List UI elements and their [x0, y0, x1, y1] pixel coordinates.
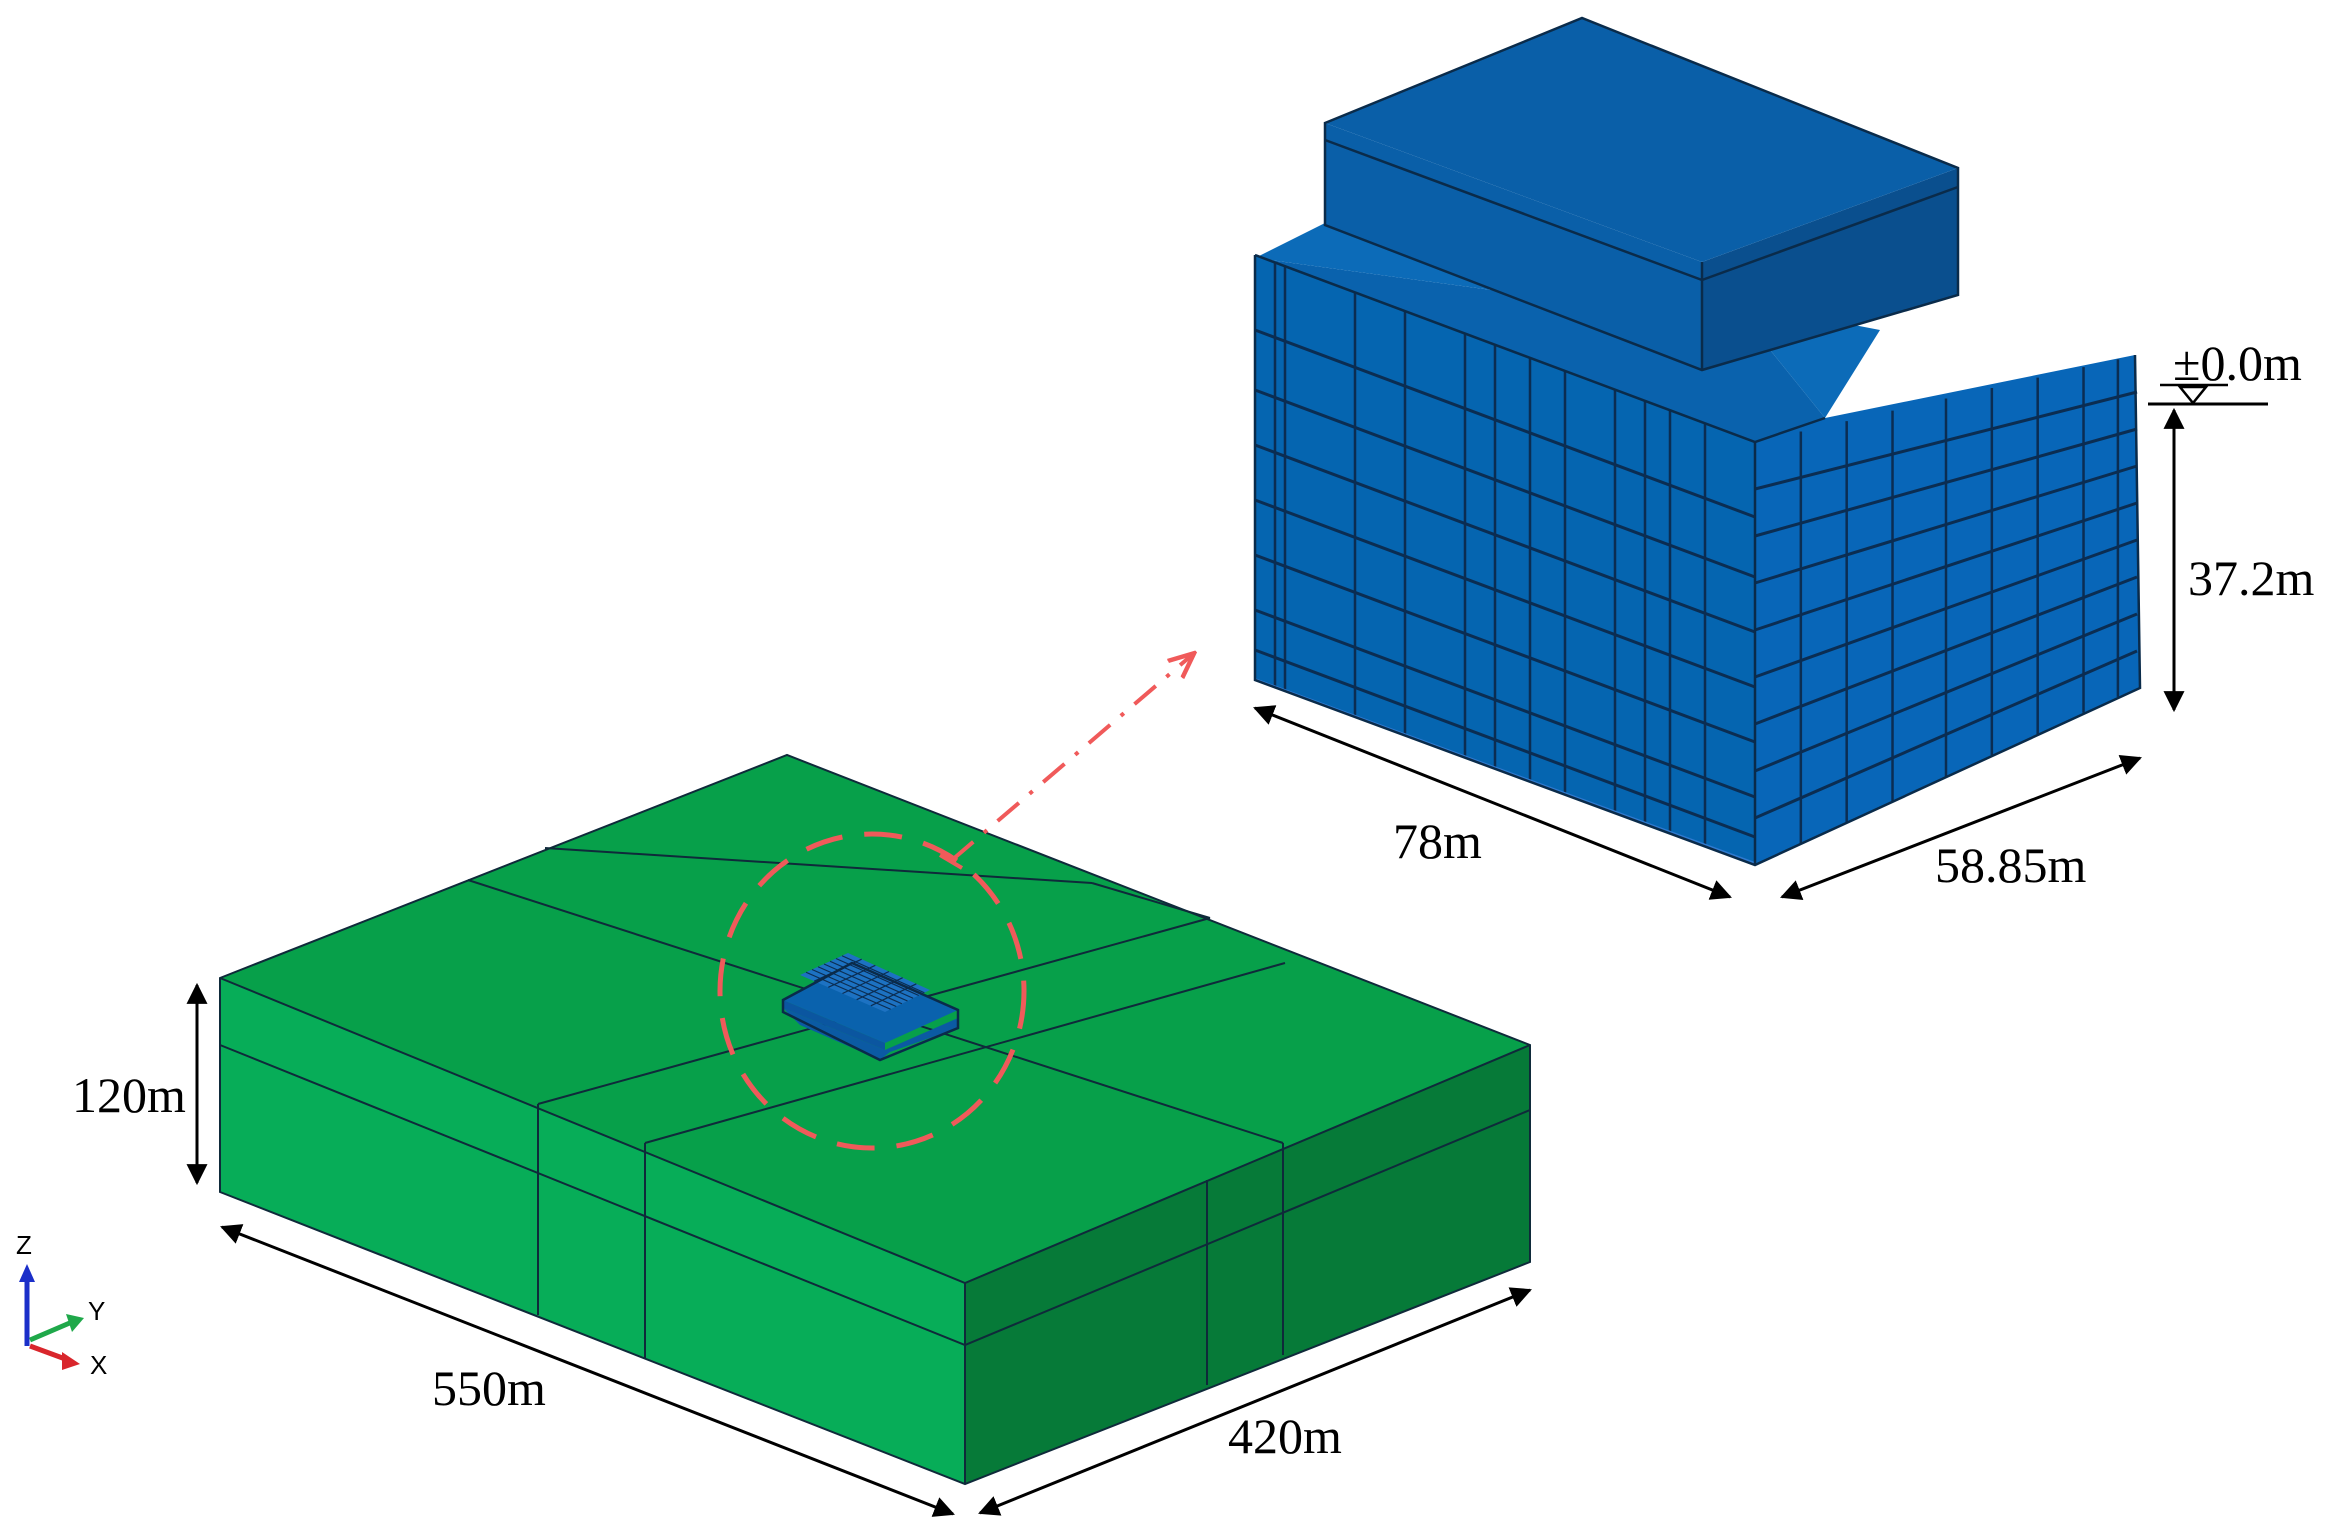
building-side-face — [1755, 355, 2140, 865]
width-dimension-arrow — [978, 1287, 1532, 1516]
ground-level-label: ±0.0m — [2173, 335, 2302, 391]
building-width-label: 58.85m — [1935, 837, 2087, 893]
ground-level-symbol — [2177, 385, 2209, 405]
y-axis-arrow — [29, 1319, 73, 1343]
building-length-label: 78m — [1393, 813, 1482, 869]
axis-triad: Z Y X — [16, 1230, 107, 1380]
zoom-circle — [717, 831, 1027, 1151]
length-label: 550m — [432, 1360, 546, 1416]
small-building-model — [781, 953, 960, 1062]
width-label: 420m — [1228, 1408, 1342, 1464]
soil-block — [219, 753, 1531, 1486]
length-dimension-arrow — [220, 1224, 955, 1517]
zoom-leader-arrow — [950, 655, 1192, 862]
building-length-arrow — [1253, 705, 1732, 900]
building-block — [1253, 16, 2142, 867]
building-height-label: 37.2m — [2188, 550, 2315, 606]
y-axis-label: Y — [88, 1296, 105, 1326]
x-axis-label: X — [90, 1350, 107, 1380]
building-width-arrow — [1780, 755, 2142, 900]
z-axis-label: Z — [16, 1230, 32, 1260]
depth-label: 120m — [72, 1067, 186, 1123]
x-axis-arrow — [29, 1343, 69, 1363]
zoom-callout — [717, 655, 1192, 1151]
dimensions: 120m 550m 420m 78m 58.85m 37.2m ±0.0m — [72, 335, 2315, 1517]
